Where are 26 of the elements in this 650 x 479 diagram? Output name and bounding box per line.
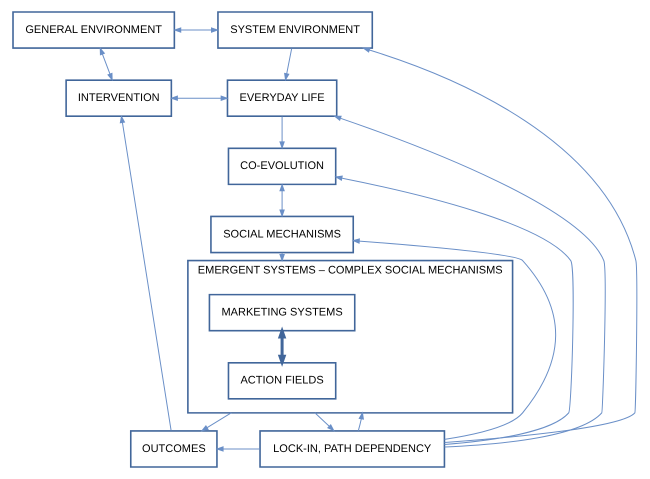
node-box: OUTCOMES	[130, 430, 218, 468]
arrow	[352, 238, 556, 440]
node-box: ACTION FIELDS	[228, 362, 336, 400]
node-box: INTERVENTION	[65, 79, 172, 118]
arrow	[200, 412, 232, 432]
node-box: SOCIAL MECHANISMS	[210, 216, 354, 254]
node-box: LOCK-IN, PATH DEPENDENCY	[259, 430, 446, 468]
arrow	[279, 183, 285, 218]
arrow	[100, 47, 113, 82]
arrow	[358, 411, 364, 432]
arrow	[333, 116, 606, 448]
arrow	[314, 412, 335, 432]
arrow	[216, 446, 260, 452]
arrow	[362, 47, 638, 443]
arrow	[278, 326, 286, 367]
node-box: GENERAL ENVIRONMENT	[12, 11, 176, 49]
node-box: CO-EVOLUTION	[228, 148, 336, 186]
arrow	[170, 95, 229, 101]
arrow	[284, 48, 292, 82]
node-box: SYSTEM ENVIRONMENT	[217, 11, 374, 49]
node-box: MARKETING SYSTEMS	[208, 294, 356, 332]
arrow	[173, 27, 220, 33]
arrow	[334, 175, 574, 445]
node-box: EVERYDAY LIFE	[226, 79, 338, 118]
arrow	[279, 116, 285, 150]
arrow	[120, 115, 172, 432]
